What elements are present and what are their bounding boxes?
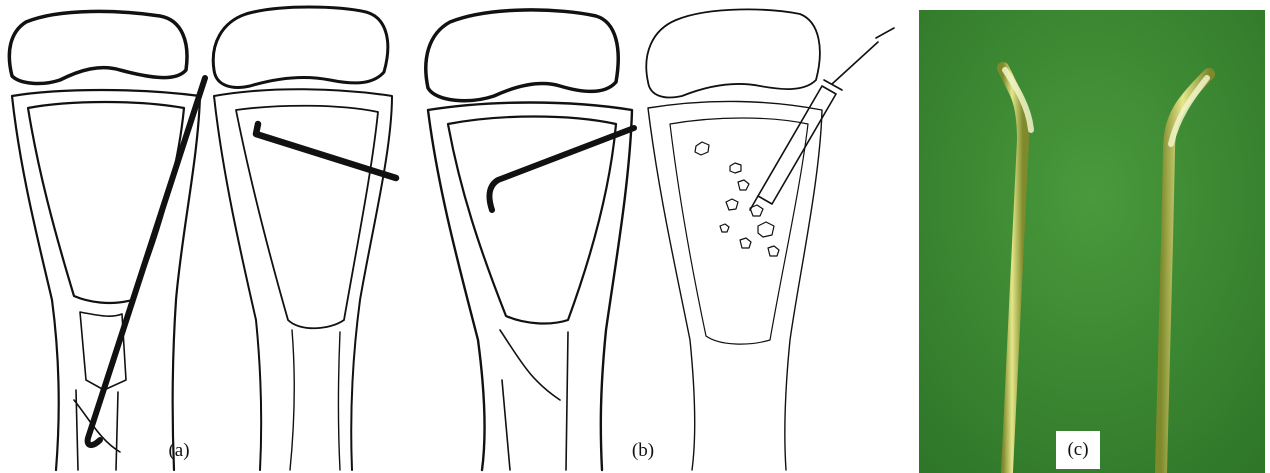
graft-chip bbox=[695, 142, 709, 155]
bone-b2-condyle bbox=[646, 9, 820, 97]
bone-b2-cavity bbox=[670, 118, 808, 344]
photo-background bbox=[919, 10, 1265, 473]
graft-chip bbox=[730, 163, 741, 173]
panel-b-drawing bbox=[420, 0, 900, 473]
graft-chip bbox=[720, 224, 729, 232]
bone-a2-distal bbox=[290, 330, 340, 470]
graft-chip bbox=[738, 180, 749, 190]
bone-a1-condyle bbox=[9, 11, 187, 83]
bone-b1-condyle bbox=[426, 10, 618, 101]
bone-a2-condyle bbox=[213, 7, 388, 87]
panel-a-drawing bbox=[0, 0, 400, 473]
bone-b1-outer-shaft bbox=[428, 103, 632, 471]
bone-b1-distal bbox=[500, 330, 568, 470]
bone-a1-outer-shaft bbox=[12, 90, 200, 470]
panel-a: (a) bbox=[0, 0, 400, 473]
bone-a1-cavity bbox=[28, 102, 184, 303]
bone-a2-cavity bbox=[236, 106, 378, 329]
graft-chip bbox=[740, 238, 751, 248]
panel-c: (c) bbox=[919, 0, 1265, 473]
graft-chip bbox=[768, 246, 779, 256]
graft-chip bbox=[758, 222, 774, 237]
panel-b: (b) bbox=[420, 0, 900, 473]
rod-a-long bbox=[88, 78, 205, 445]
panel-label-a: (a) bbox=[159, 440, 199, 462]
panel-label-c: (c) bbox=[1056, 431, 1100, 469]
panel-c-photo bbox=[919, 0, 1265, 473]
rod-b bbox=[490, 128, 634, 210]
graft-chip bbox=[726, 199, 738, 210]
panel-label-b: (b) bbox=[623, 440, 663, 462]
